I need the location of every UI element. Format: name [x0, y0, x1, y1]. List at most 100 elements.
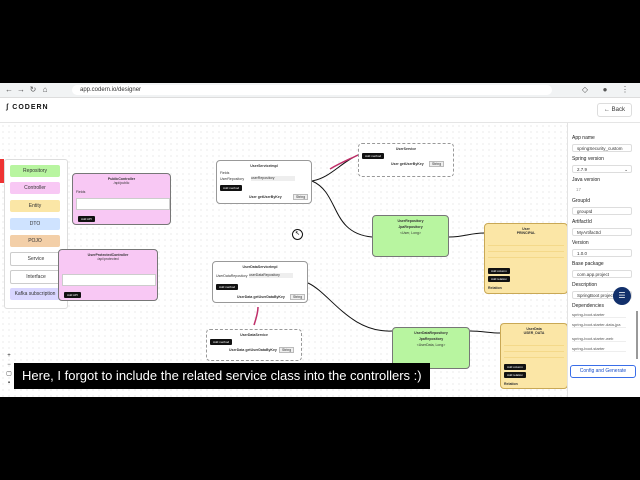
add-column-button[interactable]: Add column	[488, 268, 510, 274]
edge-highlight	[253, 306, 259, 326]
add-api-button[interactable]: Add API	[78, 216, 95, 222]
node-title: User	[522, 227, 530, 231]
extension-icon[interactable]: ◇	[581, 85, 589, 94]
settings-panel: App name springSecurity_custom Spring ve…	[567, 123, 640, 397]
node-title: UserServiceImpl	[250, 164, 278, 168]
artifact-id-input[interactable]: MyArtifactId	[572, 228, 632, 236]
add-api-button[interactable]: Add API	[64, 292, 81, 298]
generic-types: <User, Long>	[399, 231, 421, 235]
app-logo: ʃ CODERN	[6, 104, 49, 111]
base-package-input[interactable]: com.app.project	[572, 270, 632, 278]
palette-dto[interactable]: DTO	[10, 218, 60, 230]
node-title: UserProtectedController	[87, 253, 129, 257]
api-row[interactable]	[76, 198, 170, 210]
forward-arrow-icon[interactable]: →	[17, 85, 25, 94]
node-user-data-service-impl[interactable]: UserDataServiceImpl UserDataRepository u…	[212, 261, 308, 303]
dependency-item[interactable]: spring-boot-starter	[572, 346, 626, 352]
java-version-input[interactable]: 17	[576, 187, 582, 192]
param-type-tag: String	[279, 347, 295, 353]
version-input[interactable]: 1.0.0	[572, 249, 632, 257]
dependencies-label: Dependencies	[572, 303, 604, 309]
palette-red-tab	[0, 159, 4, 183]
screen: ← → ↻ ⌂ app.codern.io/designer ◇ ● ⋮ ʃ C…	[0, 83, 640, 397]
add-column-button[interactable]: Add column	[504, 364, 526, 370]
profile-icon[interactable]: ●	[602, 85, 608, 94]
palette-repository[interactable]: Repository	[10, 165, 60, 177]
node-subtitle: /api/public	[113, 181, 130, 185]
app-name-label: App name	[572, 135, 595, 141]
node-title: UserDataService	[240, 333, 268, 337]
node-user-service[interactable]: UserService Add method User getUserByKey…	[358, 143, 454, 177]
field-name[interactable]: userDataRepository	[249, 273, 293, 278]
edge-highlight-top	[329, 154, 359, 170]
add-relation-button[interactable]: Add relation	[504, 372, 527, 378]
lock-icon[interactable]: ▪	[7, 380, 11, 386]
zoom-in-icon[interactable]: +	[7, 353, 11, 359]
node-title: UserRepository	[397, 219, 424, 223]
node-user-data-repository[interactable]: UserDataRepository JpaRepository <UserDa…	[392, 327, 470, 369]
dependency-item[interactable]: spring-boot-starter-web	[572, 336, 626, 342]
node-user-protected-controller[interactable]: UserProtectedController /api/protected A…	[58, 249, 158, 301]
back-arrow-icon[interactable]: ←	[5, 85, 13, 94]
spring-version-select[interactable]: 2.7.9⌄	[572, 165, 632, 173]
add-method-button[interactable]: Add method	[216, 284, 239, 290]
method-signature: User getUserByKey	[391, 162, 424, 166]
chevron-down-icon: ⌄	[624, 167, 628, 172]
node-title: UserData	[526, 327, 542, 331]
node-subtitle: PRINCIPAL	[516, 231, 536, 235]
dependencies-list[interactable]: spring-boot-starter spring-boot-starter-…	[568, 311, 638, 359]
fit-view-icon[interactable]: ▢	[6, 371, 12, 377]
node-public-controller[interactable]: PublicController /api/public Fields Add …	[72, 173, 171, 225]
back-label: Back	[611, 107, 625, 113]
config-and-generate-button[interactable]: Config and Generate	[570, 365, 636, 378]
palette-pojo[interactable]: POJO	[10, 235, 60, 247]
palette-controller[interactable]: Controller	[10, 182, 60, 194]
palette-kafka-subscription[interactable]: Kafka subscription	[10, 288, 60, 300]
menu-icon[interactable]: ⋮	[621, 85, 629, 94]
reload-icon[interactable]: ↻	[29, 85, 37, 94]
node-subtitle: JpaRepository	[418, 337, 444, 341]
description-label: Description	[572, 282, 598, 288]
dependency-item[interactable]: spring-boot-starter	[572, 312, 626, 318]
column-list[interactable]	[504, 340, 564, 360]
back-button[interactable]: ← Back	[596, 103, 632, 117]
browser-toolbar: ← → ↻ ⌂ app.codern.io/designer ◇ ● ⋮	[0, 83, 640, 98]
zoom-out-icon[interactable]: −	[7, 362, 11, 368]
chat-icon[interactable]: ☰	[613, 287, 631, 305]
add-method-button[interactable]: Add method	[362, 153, 385, 159]
version-label: Version	[572, 240, 589, 246]
add-method-button[interactable]: Add method	[210, 339, 233, 345]
add-method-button[interactable]: Add method	[220, 185, 243, 191]
api-row[interactable]	[62, 274, 156, 286]
app-name-input[interactable]: springSecurity_custom	[572, 144, 632, 152]
designer-canvas[interactable]: Repository Controller Entity DTO POJO Se…	[0, 123, 640, 397]
relation-label: Relation	[504, 382, 518, 386]
dependency-item[interactable]: spring-boot-starter-data-jpa	[572, 322, 626, 328]
field-name[interactable]: userRepository	[251, 176, 295, 181]
column-list[interactable]	[488, 240, 564, 262]
home-icon[interactable]: ⌂	[42, 85, 48, 94]
param-type-tag: String	[429, 161, 445, 167]
group-id-input[interactable]: groupId	[572, 207, 632, 215]
node-user-data-service[interactable]: UserDataService Add method UserData getU…	[206, 329, 302, 361]
field-type: UserRepository	[220, 177, 245, 181]
palette-entity[interactable]: Entity	[10, 200, 60, 212]
palette-service[interactable]: Service	[10, 252, 62, 266]
node-user-data-entity[interactable]: UserData USER_DATA Add column Add relati…	[500, 323, 568, 389]
node-title: UserDataRepository	[414, 331, 448, 335]
description-input[interactable]: SpringBoot project	[572, 291, 632, 299]
relation-label: Relation	[488, 286, 502, 290]
method-signature: User getUserByKey	[249, 195, 282, 199]
fields-label: Fields	[220, 171, 230, 175]
palette-interface[interactable]: Interface	[10, 270, 62, 284]
node-title: PublicController	[107, 177, 136, 181]
edge-dataserviceimpl-repository	[307, 282, 393, 332]
add-relation-button[interactable]: Add relation	[488, 276, 511, 282]
node-title: UserDataServiceImpl	[242, 265, 278, 269]
node-user-service-impl[interactable]: UserServiceImpl Fields UserRepository us…	[216, 160, 312, 204]
address-bar[interactable]: app.codern.io/designer	[72, 85, 552, 95]
node-user-entity[interactable]: User PRINCIPAL Add column Add relation R…	[484, 223, 568, 294]
java-version-label: Java version	[572, 177, 601, 183]
node-user-repository[interactable]: UserRepository JpaRepository <User, Long…	[372, 215, 449, 257]
connection-lines	[253, 154, 501, 334]
